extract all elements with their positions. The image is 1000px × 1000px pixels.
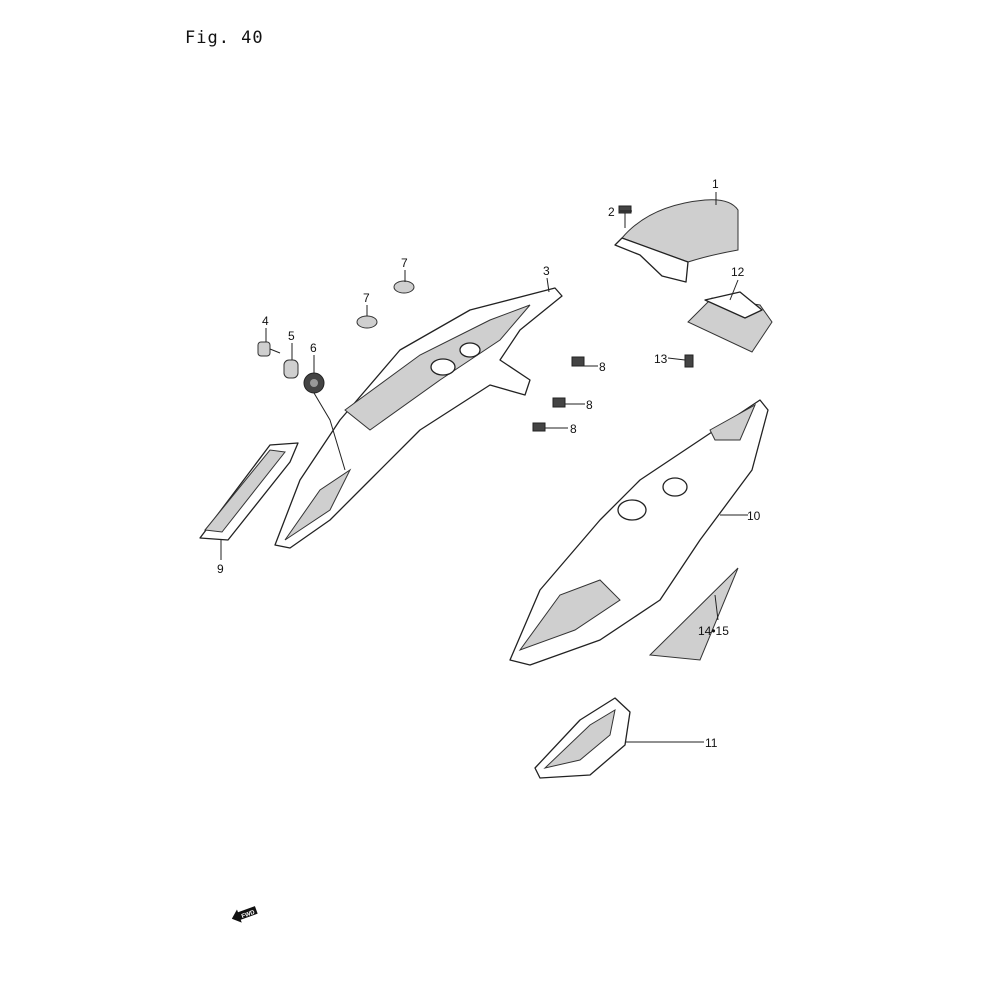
part-9-side-reflector (199, 442, 299, 541)
callout-7b: 7 (363, 291, 370, 305)
part-6-rubber (303, 372, 325, 394)
part-4-bolt (257, 341, 281, 357)
part-12-bracket (687, 291, 773, 353)
callout-10: 10 (747, 509, 761, 523)
callout-8c: 8 (570, 422, 577, 436)
part-10-body-cover-right (509, 399, 769, 666)
callout-9: 9 (217, 562, 224, 576)
callout-14-15: 14•15 (698, 624, 729, 638)
part-5-collar (283, 359, 299, 379)
callout-8a: 8 (599, 360, 606, 374)
callout-5: 5 (288, 329, 295, 343)
figure-title: Fig. 40 (185, 28, 264, 48)
part-11-side-cover (534, 697, 631, 779)
callout-2: 2 (608, 205, 615, 219)
callout-12: 12 (731, 265, 745, 279)
part-8-clip (571, 356, 585, 367)
part-3-body-cover-left (274, 287, 563, 549)
part-8-clip (532, 422, 546, 432)
part-7-grommet (393, 280, 415, 294)
part-13-screw (684, 354, 694, 368)
fwd-label: FWD (241, 910, 257, 921)
callout-1: 1 (712, 177, 719, 191)
callout-8b: 8 (586, 398, 593, 412)
leader-lines (220, 192, 748, 743)
part-7-grommet (356, 315, 378, 329)
fwd-arrow-icon: FWD (231, 906, 258, 923)
callout-13: 13 (654, 352, 668, 366)
callout-11: 11 (705, 736, 718, 750)
part-2-bolt (618, 205, 632, 228)
part-1-rear-cowl (614, 199, 739, 283)
part-8-clip (552, 397, 566, 408)
callout-7a: 7 (401, 256, 408, 270)
callout-3: 3 (543, 264, 550, 278)
callout-6: 6 (310, 341, 317, 355)
part-14-15-decal (648, 567, 739, 661)
callout-4: 4 (262, 314, 269, 328)
